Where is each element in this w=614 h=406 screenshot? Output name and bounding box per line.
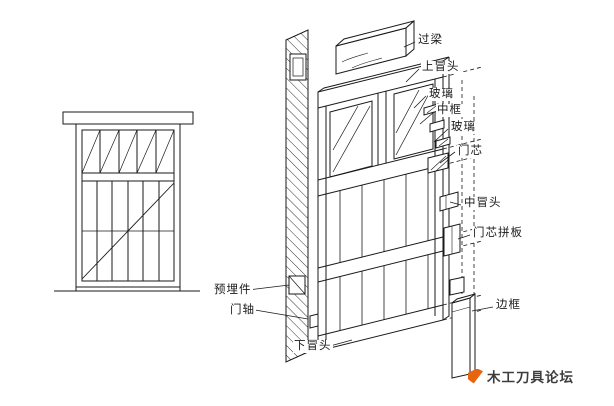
watermark-text: 木工刀具论坛 — [487, 370, 574, 385]
label-side-stile: 边框 — [495, 299, 522, 312]
panel-planks — [339, 169, 429, 331]
label-door-pivot: 门轴 — [229, 304, 256, 317]
label-glass-upper: 玻璃 — [428, 88, 455, 101]
leader-lines — [247, 41, 494, 347]
exploded-pieces — [423, 103, 465, 296]
label-middle-rail: 中冒头 — [463, 197, 503, 210]
front-elevation-view — [54, 111, 200, 292]
label-core-panel: 门芯拼板 — [472, 227, 524, 240]
lintel-beam — [335, 19, 415, 75]
label-door-core: 门芯 — [457, 145, 484, 158]
door-slab — [317, 56, 450, 352]
axonometric-view — [247, 19, 494, 379]
glazed-panes — [329, 83, 434, 178]
label-top-rail: 上冒头 — [421, 61, 461, 74]
door-pivot-piece — [309, 313, 319, 329]
label-embedded-part: 预埋件 — [213, 284, 253, 297]
label-middle-frame: 中框 — [436, 104, 463, 117]
side-stile-board — [451, 292, 476, 379]
label-bottom-rail: 下冒头 — [293, 340, 333, 353]
label-lintel: 过梁 — [417, 34, 444, 47]
label-glass-lower: 玻璃 — [450, 121, 477, 134]
watermark: 木工刀具论坛 — [468, 366, 574, 386]
wall-hatch — [285, 29, 309, 363]
forum-logo-icon — [468, 368, 483, 384]
